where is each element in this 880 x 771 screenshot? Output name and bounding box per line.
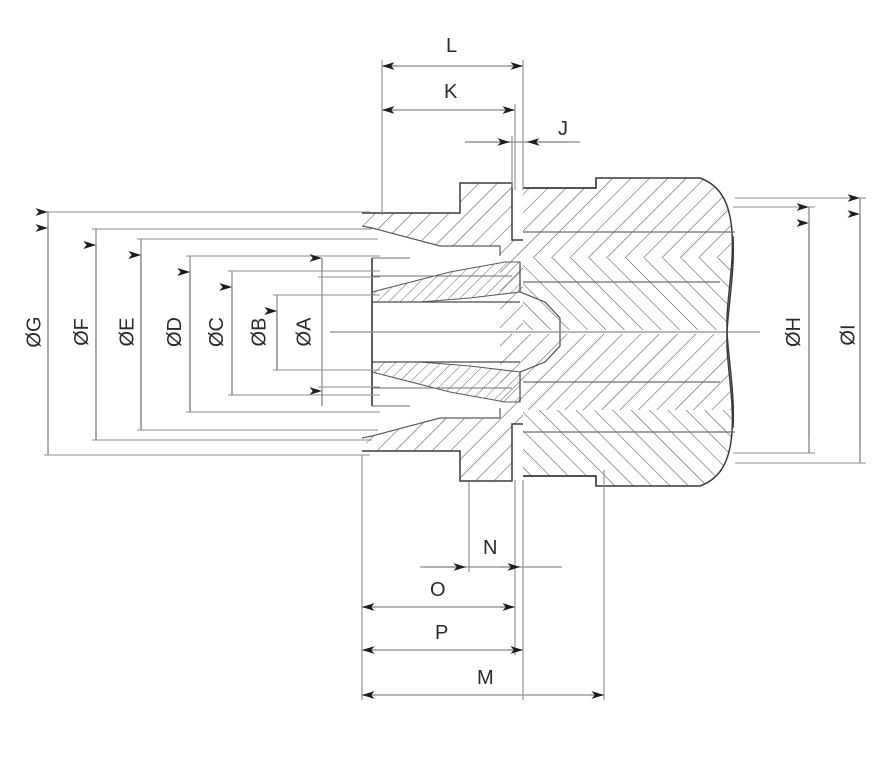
dim-label-P: P (435, 622, 449, 644)
flange-outline-lower (362, 423, 523, 482)
barb-hatch-upper (523, 178, 733, 330)
break-line-upper (726, 235, 735, 333)
flange-taper-upper (361, 225, 501, 256)
flange-taper-lower (361, 408, 501, 439)
dim-label-K: K (444, 81, 458, 103)
break-line-lower (726, 331, 735, 429)
dim-label-A: ØA (293, 317, 316, 347)
dim-label-O: O (430, 579, 446, 601)
dim-label-M: M (477, 667, 494, 689)
dim-label-I: ØI (837, 324, 860, 346)
dimension-lines (35, 62, 861, 699)
dim-label-E: ØE (116, 317, 139, 347)
flange-hatch-lower (362, 334, 523, 481)
barb-hatch-lower (523, 334, 733, 486)
flange-outline-upper (362, 182, 523, 241)
part-cross-section (330, 177, 760, 487)
dim-label-G: ØG (23, 316, 46, 348)
inner-sleeve-lower (371, 361, 521, 403)
dim-label-F: ØF (70, 318, 93, 346)
dim-label-J: J (558, 118, 568, 140)
dim-label-C: ØC (206, 317, 228, 347)
inner-sleeve-upper (371, 261, 521, 303)
dim-label-N: N (483, 537, 498, 559)
dim-label-B: ØB (248, 317, 271, 347)
dim-label-L: L (446, 35, 458, 57)
dim-label-D: ØD (164, 317, 186, 347)
dim-label-H: ØH (783, 317, 805, 347)
